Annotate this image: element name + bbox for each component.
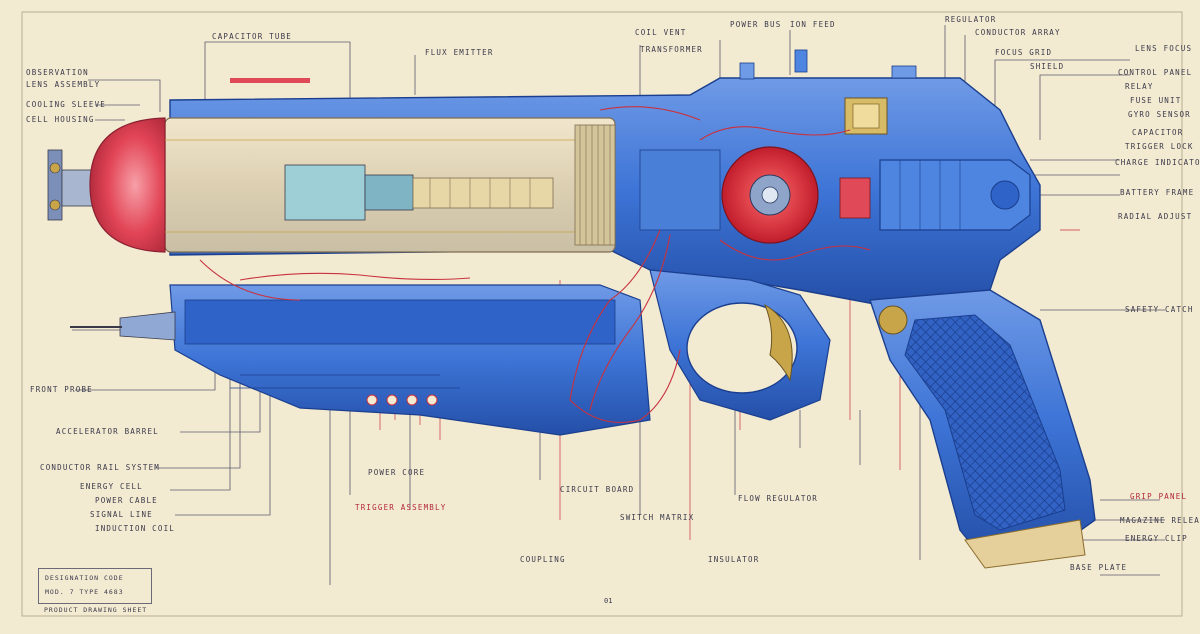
- label-left-9: POWER CABLE: [95, 496, 158, 505]
- label-bottom-5: FLOW REGULATOR: [738, 494, 819, 503]
- label-right-8: CHARGE INDICATOR: [1115, 158, 1200, 167]
- leader-lines: [72, 25, 1165, 585]
- footer-note: PRODUCT DRAWING SHEET: [44, 606, 148, 614]
- label-top-8: FOCUS GRID: [995, 48, 1053, 57]
- title-block-line2: MOD. 7 TYPE 4683: [45, 588, 124, 596]
- label-top-5: ION FEED: [790, 20, 836, 29]
- label-top-3: COIL VENT: [635, 28, 687, 37]
- circuit-board: [639, 149, 721, 231]
- label-right-9: BATTERY FRAME: [1120, 188, 1195, 197]
- induction-coil: [574, 124, 616, 246]
- label-left-11: INDUCTION COIL: [95, 524, 176, 533]
- top-stud: [794, 49, 808, 73]
- rear-sight: [891, 65, 917, 79]
- label-bottom-3: CIRCUIT BOARD: [560, 485, 635, 494]
- label-right-12: GRIP PANEL: [1130, 492, 1188, 501]
- label-left-5: FRONT PROBE: [30, 385, 93, 394]
- label-left-4: CELL HOUSING: [26, 115, 95, 124]
- label-bottom-1: POWER CORE: [368, 468, 426, 477]
- label-left-8: ENERGY CELL: [80, 482, 143, 491]
- trigger-guard: [686, 302, 798, 394]
- label-left-1: OBSERVATION: [26, 68, 89, 77]
- label-right-14: ENERGY CLIP: [1125, 534, 1188, 543]
- label-right-15: BASE PLATE: [1070, 563, 1128, 572]
- safety-catch: [878, 305, 908, 335]
- label-left-10: SIGNAL LINE: [90, 510, 153, 519]
- label-bottom-4: SWITCH MATRIX: [620, 513, 695, 522]
- trigger: [764, 303, 793, 382]
- grip-panel: [904, 314, 1066, 531]
- label-top-4: POWER BUS: [730, 20, 782, 29]
- label-right-11: SAFETY CATCH: [1125, 305, 1194, 314]
- sheet-number: 01: [604, 597, 613, 605]
- front-probe: [119, 311, 176, 341]
- label-right-3: RELAY: [1125, 82, 1154, 91]
- label-bottom-2: TRIGGER ASSEMBLY: [355, 503, 447, 512]
- label-left-6: ACCELERATOR BARREL: [56, 427, 159, 436]
- label-right-5: GYRO SENSOR: [1128, 110, 1191, 119]
- label-right-1: LENS FOCUS: [1135, 44, 1193, 53]
- switch-row: [366, 394, 438, 406]
- top-knob: [739, 62, 755, 80]
- base-plate: [964, 519, 1086, 569]
- title-block: DESIGNATION CODE MOD. 7 TYPE 4683: [38, 568, 152, 604]
- label-top-6: REGULATOR: [945, 15, 997, 24]
- title-block-line1: DESIGNATION CODE: [45, 574, 124, 582]
- label-left-2: LENS ASSEMBLY: [26, 80, 101, 89]
- label-top-1: CAPACITOR TUBE: [212, 32, 293, 41]
- label-right-10: RADIAL ADJUST: [1118, 212, 1193, 221]
- lens-dome: [89, 117, 166, 253]
- rear-probe-icon: [47, 149, 93, 221]
- wiring-harness: [199, 106, 871, 424]
- label-bottom-6: COUPLING: [520, 555, 566, 564]
- muzzle: [879, 159, 1031, 231]
- label-right-13: MAGAZINE RELEASE: [1120, 516, 1200, 525]
- label-top-7: CONDUCTOR ARRAY: [975, 28, 1061, 37]
- label-right-6: CAPACITOR: [1132, 128, 1184, 137]
- label-bottom-7: INSULATOR: [708, 555, 760, 564]
- label-right-4: FUSE UNIT: [1130, 96, 1182, 105]
- sheet-frame: [21, 11, 1183, 617]
- label-left-7: CONDUCTOR RAIL SYSTEM: [40, 463, 161, 472]
- label-top-9: SHIELD: [1030, 62, 1065, 71]
- barrel-rail: [184, 299, 616, 345]
- label-top-2: FLUX EMITTER: [425, 48, 494, 57]
- label-right-2: CONTROL PANEL: [1118, 68, 1193, 77]
- label-right-7: TRIGGER LOCK: [1125, 142, 1194, 151]
- label-top-10: TRANSFORMER: [640, 45, 703, 54]
- label-left-3: COOLING SLEEVE: [26, 100, 107, 109]
- energy-cell: [284, 164, 366, 221]
